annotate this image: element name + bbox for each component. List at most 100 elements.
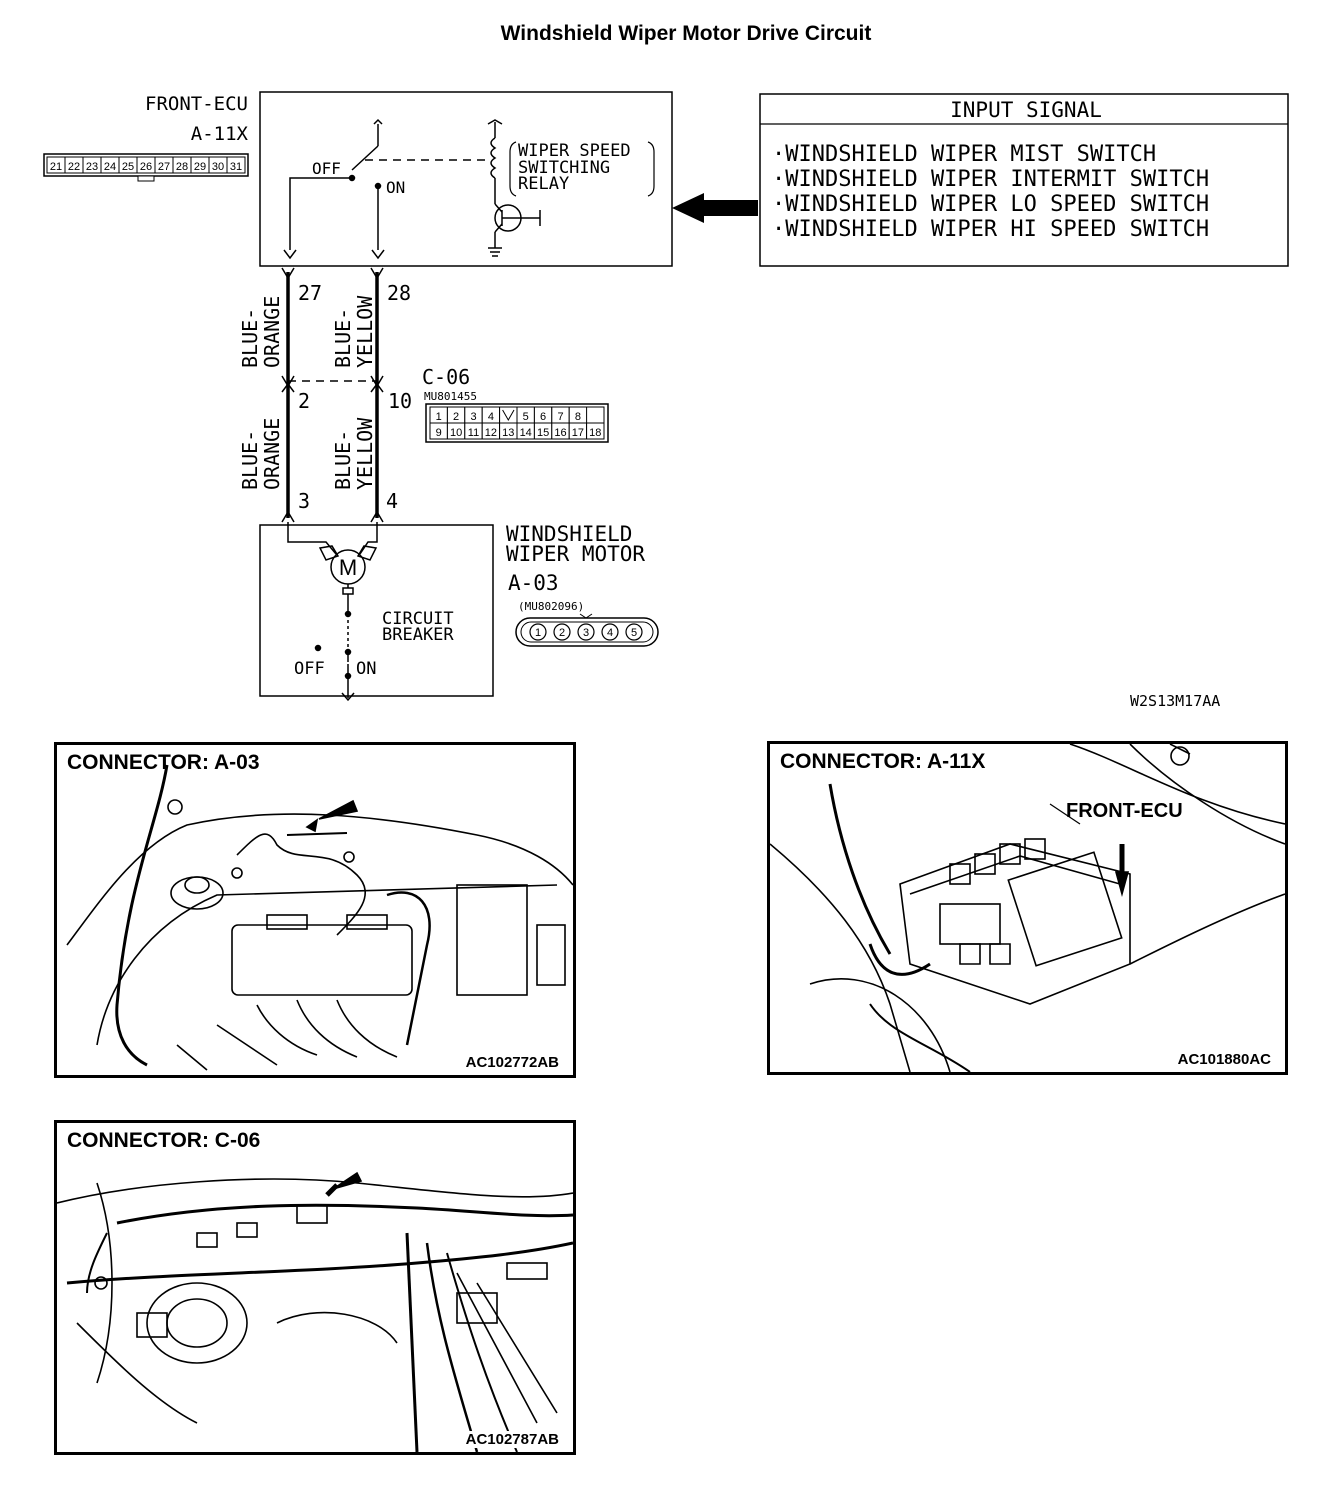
engine-bay-illustration — [66, 764, 573, 1071]
relay-label-1: WIPER SPEED — [518, 141, 631, 161]
ecu-pin-label: 21 — [50, 161, 62, 173]
c06-pin-label: 2 — [453, 411, 459, 423]
c06-pin-label: 17 — [572, 427, 584, 439]
c06-pin-label: 10 — [450, 427, 462, 439]
c06-pin-label: 18 — [589, 427, 601, 439]
ecu-pin-label: 25 — [122, 161, 134, 173]
wire-harness — [281, 267, 384, 523]
transistor-symbol — [488, 203, 541, 257]
motor-on-label: ON — [356, 659, 376, 679]
ecu-pin-label: 26 — [140, 161, 152, 173]
pin-3: 3 — [298, 489, 310, 513]
breaker-label-2: BREAKER — [382, 625, 454, 645]
pin-2: 2 — [298, 389, 310, 413]
motor-label-2: WIPER MOTOR — [506, 542, 645, 566]
ecu-pin-cell — [226, 156, 246, 174]
relay-switch — [283, 118, 488, 260]
a03-pin-label: 4 — [607, 627, 613, 639]
wire-color-label: YELLOW — [353, 295, 377, 368]
a03-pin-cell — [625, 623, 643, 641]
ecu-name: FRONT-ECU — [145, 93, 248, 115]
front-ecu-callout: FRONT-ECU — [1066, 800, 1183, 822]
input-signal-item: ·WINDSHIELD WIPER INTERMIT SWITCH — [772, 167, 1209, 192]
relay-on-label: ON — [386, 178, 405, 197]
relay-off-label: OFF — [312, 159, 341, 178]
c06-pin-label: 3 — [470, 411, 476, 423]
wire-color-label: BLUE- — [331, 430, 355, 490]
c06-pin-label: 6 — [540, 411, 546, 423]
connector-a03-photo: CONNECTOR: A-03 AC102772AB — [54, 742, 576, 1078]
pin-27: 27 — [298, 281, 322, 305]
c06-name: C-06 — [422, 365, 470, 389]
panel-code: AC102787AB — [463, 1431, 561, 1448]
front-ecu-illustration — [770, 744, 1285, 1072]
input-signal-item: ·WINDSHIELD WIPER LO SPEED SWITCH — [772, 192, 1209, 217]
ecu-connector-face: 21 22 23 24 25 26 27 28 29 30 31 — [43, 153, 249, 182]
panel-code: AC101880AC — [1175, 1051, 1273, 1068]
c06-pin-label: 4 — [488, 411, 494, 423]
c06-pin-label: 12 — [485, 427, 497, 439]
breaker-label-1: CIRCUIT — [382, 609, 454, 629]
motor-circuit — [287, 522, 378, 702]
a03-pin-cell — [577, 623, 595, 641]
a03-connector-face: 1 2 3 4 5 — [515, 613, 659, 647]
pin-28: 28 — [387, 281, 411, 305]
ecu-pin-label: 28 — [176, 161, 188, 173]
input-signal-item: ·WINDSHIELD WIPER MIST SWITCH — [772, 142, 1156, 167]
pin-10: 10 — [388, 389, 412, 413]
c06-part: MU801455 — [424, 390, 477, 403]
input-signal-box — [759, 93, 1289, 267]
relay-bracket — [509, 141, 655, 197]
input-signal-header: INPUT SIGNAL — [950, 98, 1102, 122]
dash-harness-illustration — [57, 1171, 573, 1452]
input-signal-item: ·WINDSHIELD WIPER HI SPEED SWITCH — [772, 217, 1209, 242]
panel-title: CONNECTOR: A-03 — [67, 751, 260, 774]
a03-pin-label: 3 — [583, 627, 589, 639]
a03-pin-cell — [601, 623, 619, 641]
c06-pin-label: 14 — [520, 427, 532, 439]
c06-pin-cell — [586, 422, 605, 440]
connector-a11x-photo: CONNECTOR: A-11X FRONT-ECU AC101880AC — [767, 741, 1288, 1075]
ecu-pin-label: 31 — [230, 161, 242, 173]
panel-title: CONNECTOR: C-06 — [67, 1129, 261, 1152]
connector-c06-photo: CONNECTOR: C-06 AC102787AB — [54, 1120, 576, 1455]
c06-pin-label: 9 — [436, 427, 442, 439]
c06-pin-label: 16 — [554, 427, 566, 439]
motor-symbol: M — [339, 555, 357, 580]
ecu-pin-label: 23 — [86, 161, 98, 173]
relay-label-2: SWITCHING — [518, 158, 610, 178]
wire-color-label: BLUE- — [238, 308, 262, 368]
c06-pin-label: 8 — [575, 411, 581, 423]
c06-pin-label: 13 — [502, 427, 514, 439]
wire-color-label: ORANGE — [260, 418, 284, 490]
wire-color-label: BLUE- — [331, 308, 355, 368]
c06-pin-label: 5 — [523, 411, 529, 423]
panel-title: CONNECTOR: A-11X — [780, 750, 986, 773]
a03-pin-label: 1 — [535, 627, 541, 639]
panel-code: AC102772AB — [463, 1054, 561, 1071]
diagram-title: Windshield Wiper Motor Drive Circuit — [500, 22, 872, 45]
c06-pin-label: 15 — [537, 427, 549, 439]
c06-pin-label: 1 — [436, 411, 442, 423]
pin-4: 4 — [386, 489, 398, 513]
wire-color-label: BLUE- — [238, 430, 262, 490]
figure-code: W2S13M17AA — [1130, 692, 1220, 710]
ecu-connector-id: A-11X — [191, 123, 249, 145]
motor-connector-id: A-03 — [508, 571, 559, 595]
ecu-pin-label: 29 — [194, 161, 206, 173]
wire-color-label: YELLOW — [353, 417, 377, 490]
ecu-pin-label: 27 — [158, 161, 170, 173]
relay-label-3: RELAY — [518, 174, 569, 194]
front-ecu-box — [259, 91, 673, 267]
wire-color-label: ORANGE — [260, 296, 284, 368]
a03-pin-label: 2 — [559, 627, 565, 639]
motor-label-1: WINDSHIELD — [506, 522, 632, 546]
ecu-pin-label: 22 — [68, 161, 80, 173]
a03-pin-label: 5 — [631, 627, 637, 639]
ecu-pin-label: 30 — [212, 161, 224, 173]
ecu-pin-label: 24 — [104, 161, 116, 173]
motor-off-label: OFF — [294, 659, 325, 679]
a03-pin-cell — [529, 623, 547, 641]
